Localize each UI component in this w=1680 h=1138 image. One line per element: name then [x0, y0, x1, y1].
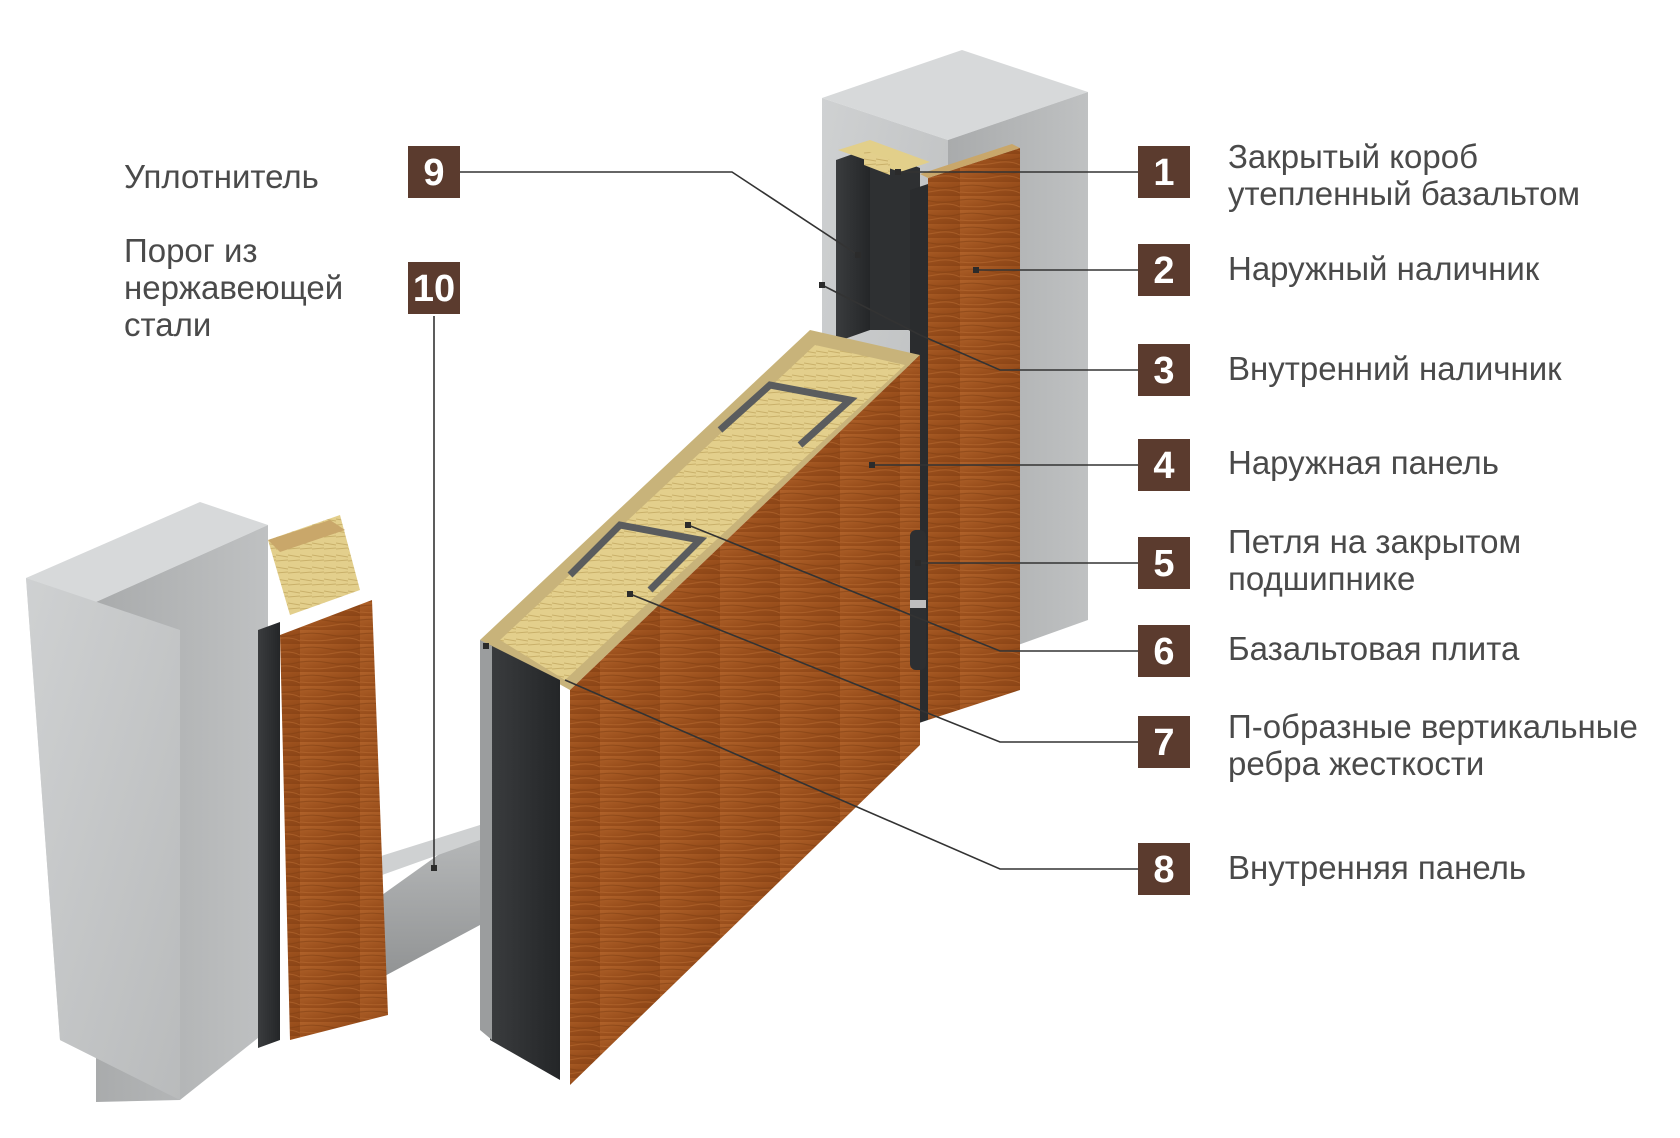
right-door-frame: [836, 140, 1020, 726]
callout-label-line: Внутренняя панель: [1228, 849, 1526, 886]
callout-label-line: стали: [124, 306, 211, 343]
callout-3: 3 Внутренний наличник: [1138, 344, 1562, 396]
left-wall-column: [26, 502, 268, 1102]
leader-line-9: [460, 171, 859, 256]
callout-number: 4: [1153, 445, 1174, 487]
leader-lines: [433, 171, 1138, 870]
callout-label-line: Наружная панель: [1228, 444, 1499, 481]
callout-badge: [408, 262, 460, 314]
callout-2: 2 Наружный наличник: [1138, 244, 1540, 296]
leader-line-6: [687, 524, 1138, 652]
callout-number: 7: [1153, 722, 1174, 764]
callout-badge: [1138, 439, 1190, 491]
leader-line-8: [564, 679, 1138, 870]
callout-9: 9 Уплотнитель: [124, 146, 460, 198]
leader-dots: [431, 169, 979, 871]
callout-number: 6: [1153, 631, 1174, 673]
illustration: [26, 50, 1088, 1102]
callout-label-line: подшипнике: [1228, 560, 1415, 597]
callout-badge: [1138, 843, 1190, 895]
callout-badge: [408, 146, 460, 198]
callout-label-line: Внутренний наличник: [1228, 350, 1562, 387]
callout-label-line: П-образные вертикальные: [1228, 708, 1638, 745]
callout-badge: [1138, 344, 1190, 396]
callout-8: 8 Внутренняя панель: [1138, 843, 1526, 895]
callout-label-line: Закрытый короб: [1228, 138, 1478, 175]
callout-number: 3: [1153, 350, 1174, 392]
callout-badge: [1138, 625, 1190, 677]
callout-label-line: нержавеющей: [124, 269, 343, 306]
callout-number: 9: [423, 152, 444, 194]
leader-line-3b: [821, 284, 921, 336]
callout-badge: [1138, 537, 1190, 589]
callout-number: 8: [1153, 849, 1174, 891]
door-leaf: [480, 330, 926, 1085]
callout-number: 5: [1153, 543, 1174, 585]
leader-line-7: [629, 593, 1138, 743]
callout-badge: [1138, 716, 1190, 768]
callout-number: 1: [1153, 152, 1174, 194]
callout-label-line: Уплотнитель: [124, 158, 319, 195]
callout-label-line: ребра жесткости: [1228, 745, 1484, 782]
callout-label-line: Наружный наличник: [1228, 250, 1540, 287]
callout-badge: [1138, 146, 1190, 198]
callout-number: 10: [413, 268, 455, 310]
callout-number: 2: [1153, 250, 1174, 292]
callout-6: 6 Базальтовая плита: [1138, 625, 1520, 677]
callout-4: 4 Наружная панель: [1138, 439, 1499, 491]
callout-label-line: утепленный базальтом: [1228, 175, 1580, 212]
left-door-frame: [258, 515, 388, 1048]
callout-label-line: Петля на закрытом: [1228, 523, 1521, 560]
threshold: [368, 825, 480, 985]
callout-badge: [1138, 244, 1190, 296]
callout-label-line: Базальтовая плита: [1228, 630, 1520, 667]
callout-label-line: Порог из: [124, 232, 258, 269]
leader-line-3: [919, 334, 1138, 371]
